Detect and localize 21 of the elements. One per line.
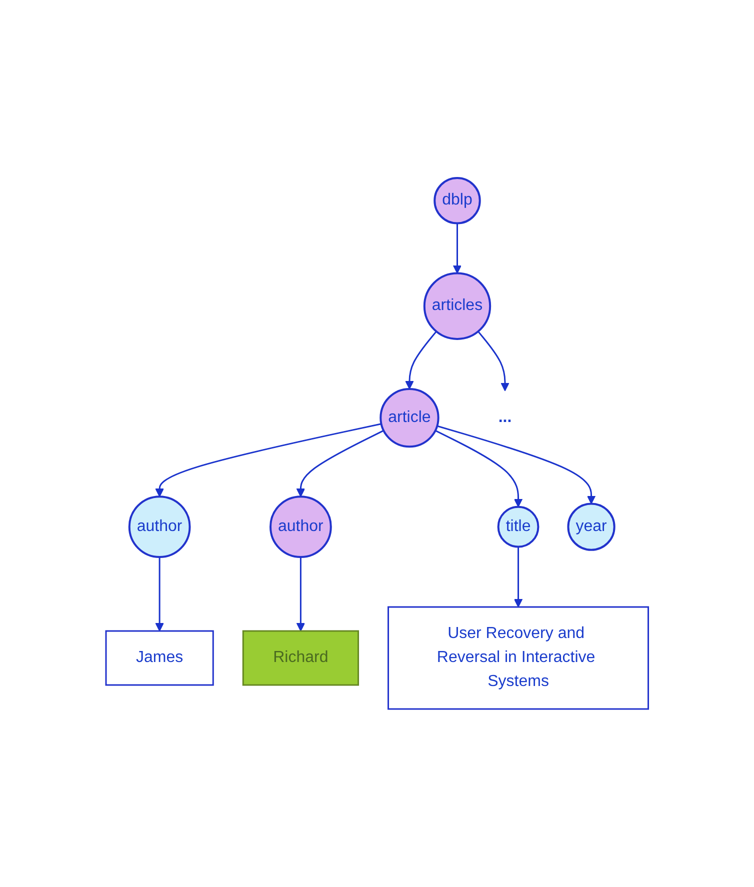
- arrow: [436, 425, 596, 504]
- arrow: [404, 330, 437, 390]
- arrow: [155, 423, 382, 498]
- node-circle: year: [567, 502, 616, 551]
- arrow: [477, 330, 510, 392]
- arrow: [452, 223, 462, 274]
- arrow: [296, 430, 384, 498]
- node-circle: dblp: [433, 177, 481, 224]
- node-circle: articles: [423, 272, 491, 340]
- node-box: Richard: [242, 630, 359, 686]
- arrow: [514, 546, 523, 608]
- node-box: User Recovery and Reversal in Interactive Systems: [387, 606, 649, 710]
- arrow: [155, 557, 164, 632]
- arrow: [434, 430, 523, 508]
- node-circle: title: [497, 506, 540, 548]
- node-circle: author: [269, 496, 332, 558]
- node-circle: article: [380, 388, 440, 448]
- arrow: [296, 557, 305, 632]
- node-box: James: [105, 630, 214, 686]
- node-text: ...: [498, 408, 512, 426]
- node-circle: author: [128, 496, 191, 558]
